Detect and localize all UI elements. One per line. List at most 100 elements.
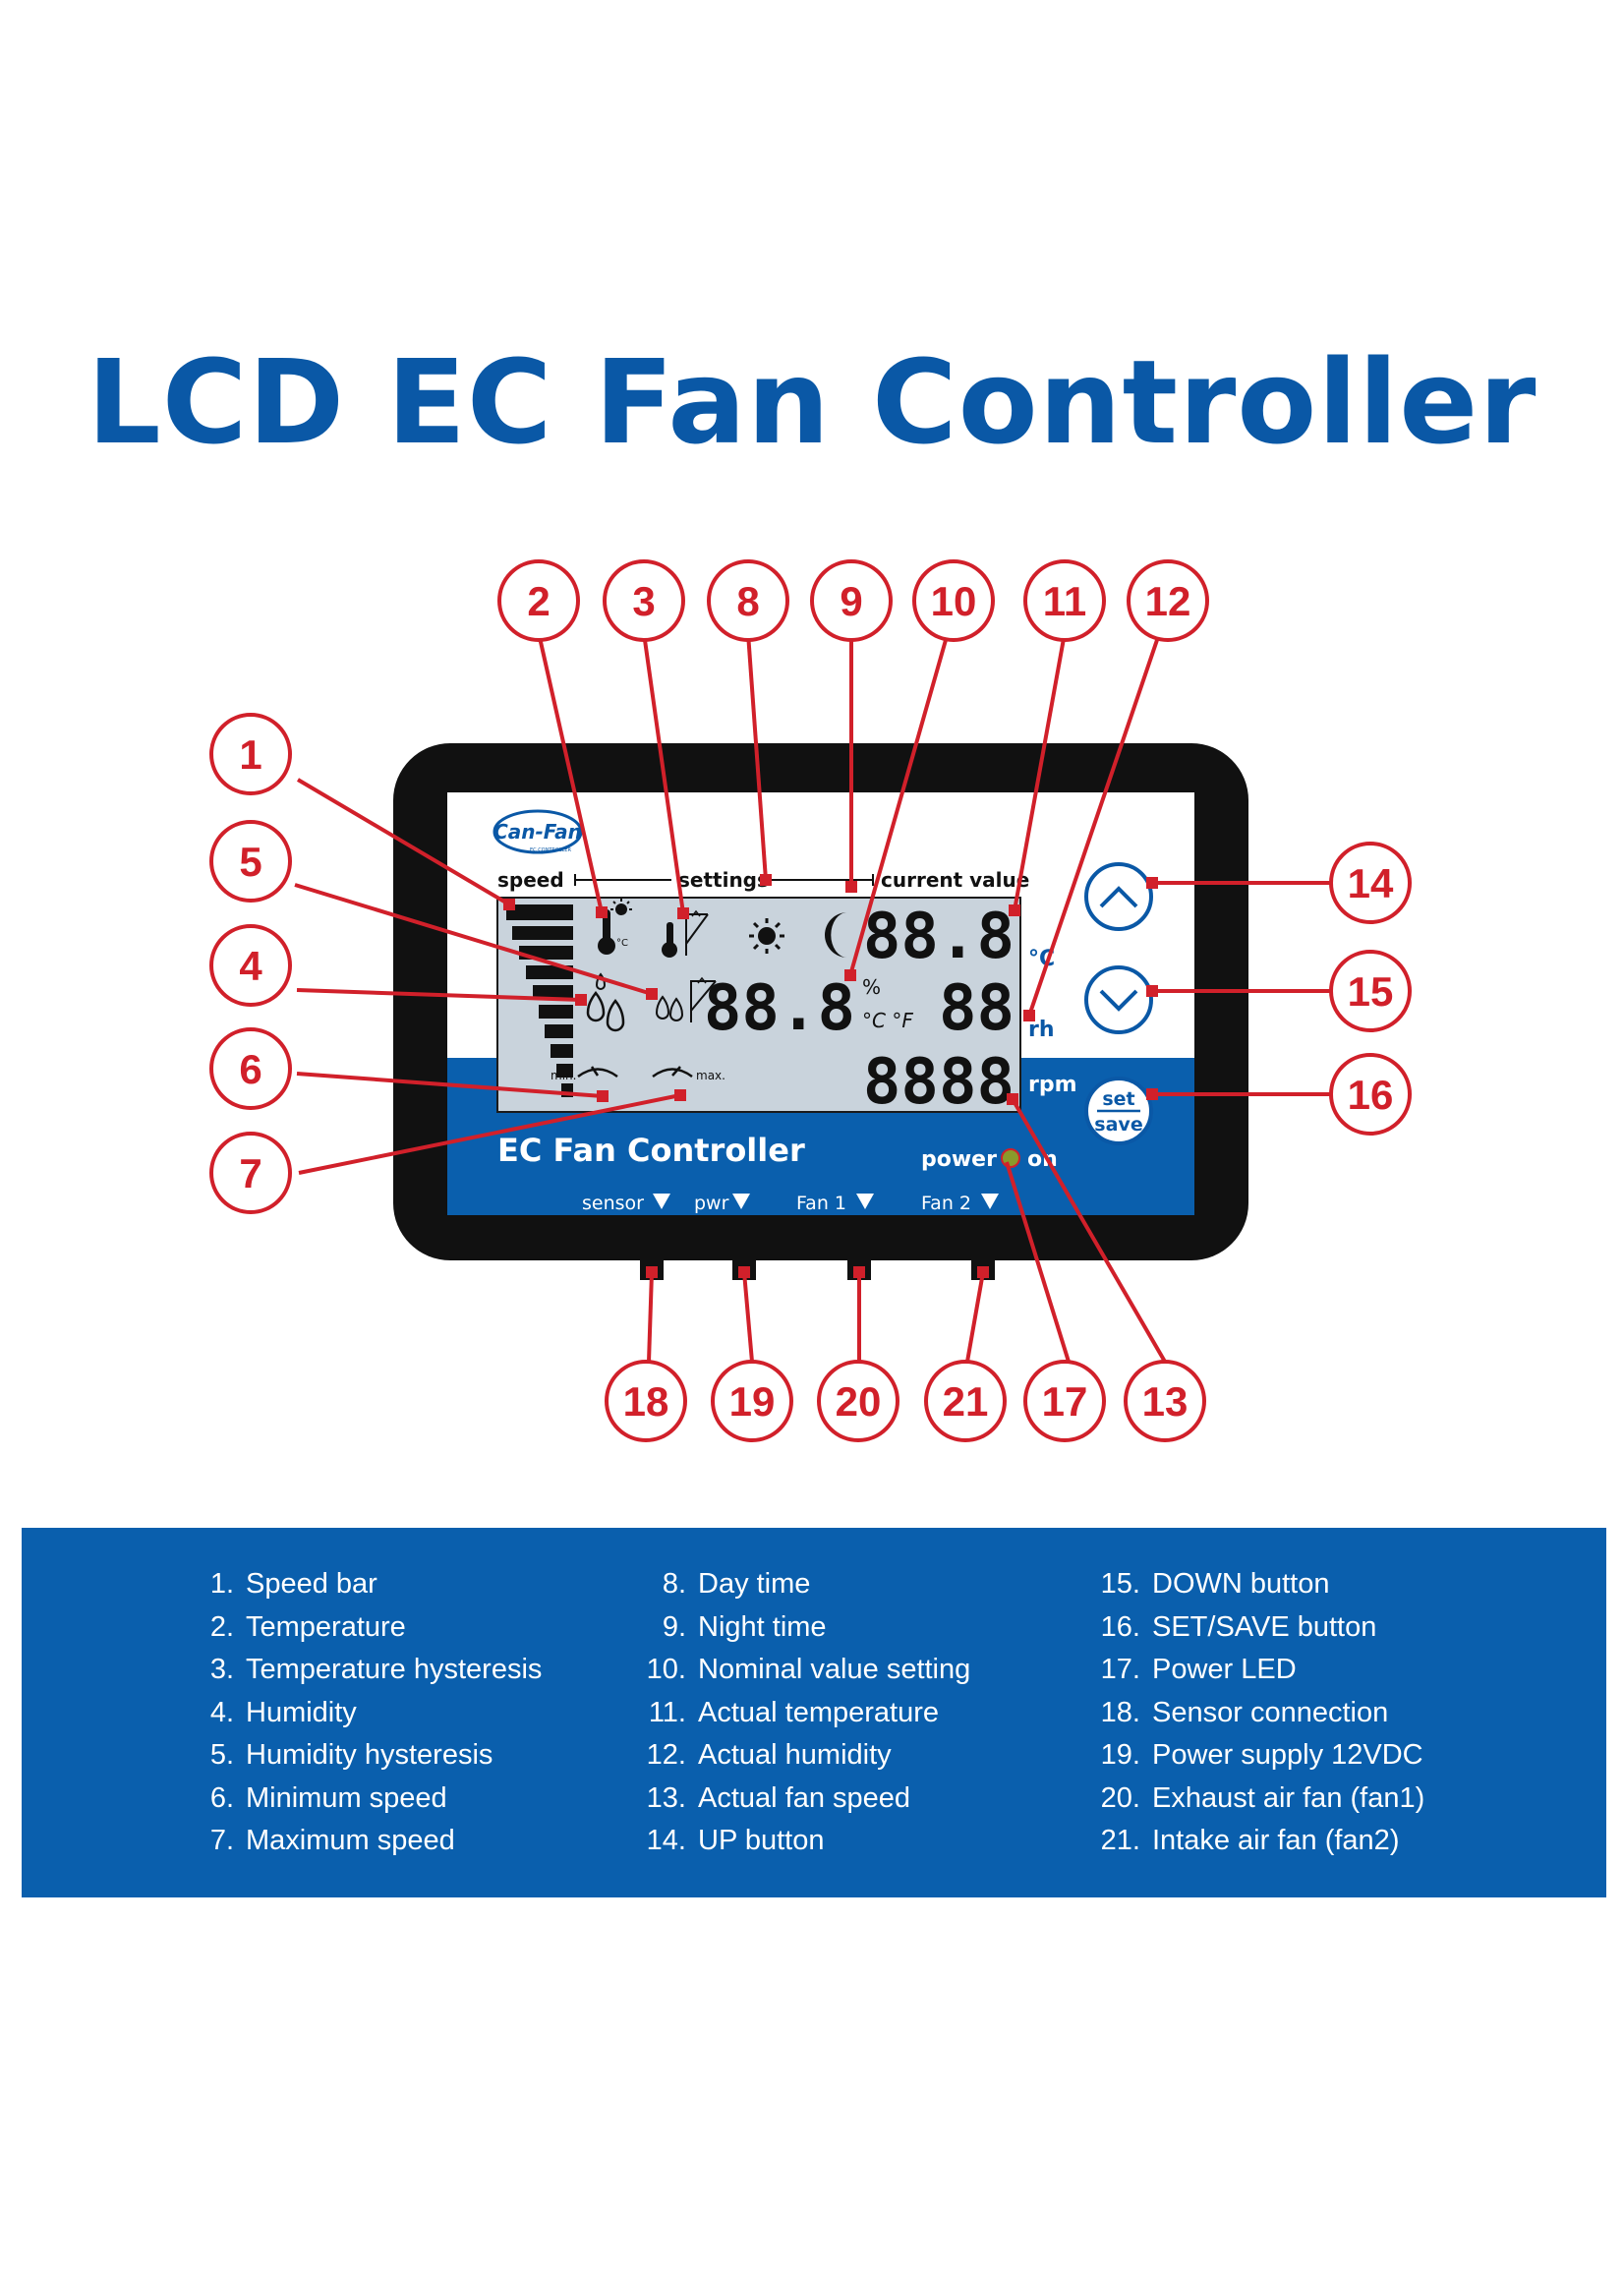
callout-number-15: 15 xyxy=(1348,968,1394,1015)
unit-percent: % xyxy=(862,975,881,999)
legend-item: 18.Sensor connection xyxy=(1073,1692,1545,1735)
unit-c-f: °C °F xyxy=(862,1009,913,1032)
legend-item-number: 9. xyxy=(662,1610,686,1643)
speed-bar-segment xyxy=(556,1064,573,1078)
callout-circle-2 xyxy=(497,559,580,642)
callout-number-6: 6 xyxy=(239,1046,261,1092)
legend-item-text: Humidity hysteresis xyxy=(246,1739,493,1771)
legend-item: 13.Actual fan speed xyxy=(619,1778,1091,1821)
speed-bar-segment xyxy=(551,1044,573,1058)
power-led xyxy=(1001,1148,1020,1168)
legend-item-text: Exhaust air fan (fan1) xyxy=(1152,1781,1425,1814)
legend-item-number: 2. xyxy=(209,1610,234,1643)
actual-fan-speed-value: 8888 xyxy=(863,1046,1015,1119)
legend-item-text: Power supply 12VDC xyxy=(1152,1739,1423,1771)
callout-number-11: 11 xyxy=(1043,578,1086,624)
power-label: power xyxy=(921,1147,997,1172)
legend-item: 8.Day time xyxy=(619,1563,1091,1606)
legend-item-number: 4. xyxy=(209,1696,234,1728)
port-arrow-icon xyxy=(856,1194,874,1209)
down-button[interactable] xyxy=(1084,965,1153,1034)
legend-item: 6.Minimum speed xyxy=(167,1778,639,1821)
callout-number-20: 20 xyxy=(836,1378,882,1425)
legend-item-number: 19. xyxy=(1100,1739,1140,1771)
legend-item-number: 8. xyxy=(662,1568,686,1600)
callout-number-18: 18 xyxy=(623,1378,669,1425)
callout-number-3: 3 xyxy=(632,578,655,624)
callout-number-21: 21 xyxy=(943,1378,989,1425)
speed-bar-segment xyxy=(512,926,573,940)
set-save-button[interactable]: set save xyxy=(1084,1077,1153,1145)
legend-item: 14.UP button xyxy=(619,1820,1091,1863)
speed-bar-segment xyxy=(533,985,573,999)
speed-bar-segment xyxy=(539,1005,573,1019)
legend-item: 19. Power supply 12VDC xyxy=(1073,1734,1545,1778)
port-connectors xyxy=(640,1260,995,1280)
brand-logo xyxy=(493,809,583,854)
callout-number-10: 10 xyxy=(931,578,977,624)
min-speed-icon xyxy=(577,1066,618,1079)
legend-item-text: Night time xyxy=(698,1610,827,1643)
callout-circle-14 xyxy=(1329,842,1412,924)
callout-number-17: 17 xyxy=(1042,1378,1088,1425)
legend-item-text: Temperature xyxy=(246,1610,406,1643)
legend-item-text: SET/SAVE button xyxy=(1152,1610,1377,1643)
page-title: LCD EC Fan Controller xyxy=(87,334,1537,470)
callout-number-14: 14 xyxy=(1348,860,1394,906)
speed-label: speed xyxy=(497,868,564,892)
callout-circle-10 xyxy=(912,559,995,642)
port-label-sensor: sensor xyxy=(582,1193,644,1214)
legend-item-number: 7. xyxy=(209,1825,234,1856)
legend-item-number: 21. xyxy=(1100,1825,1140,1856)
legend-item: 11.Actual temperature xyxy=(619,1692,1091,1735)
legend-item: 15.DOWN button xyxy=(1073,1563,1545,1606)
temperature-icon-unit: °C xyxy=(616,938,628,949)
legend-item-number: 12. xyxy=(646,1739,686,1771)
max-label: max. xyxy=(696,1069,725,1082)
legend-item: 7. Maximum speed xyxy=(167,1820,639,1863)
speed-bar-segment xyxy=(506,904,573,920)
legend-item-text: Speed bar xyxy=(246,1568,377,1600)
legend-item-number: 15. xyxy=(1100,1568,1140,1600)
legend-item-number: 1. xyxy=(209,1568,234,1600)
callout-number-16: 16 xyxy=(1348,1072,1394,1118)
port-label-pwr: pwr xyxy=(694,1193,729,1214)
legend-panel xyxy=(22,1528,1606,1897)
callout-anchors xyxy=(503,874,1158,1278)
legend-item: 5. Humidity hysteresis xyxy=(167,1734,639,1778)
legend-item-text: Minimum speed xyxy=(246,1781,447,1814)
port-arrow-icon xyxy=(981,1194,999,1209)
speed-bar-segment xyxy=(545,1024,573,1038)
callout-number-7: 7 xyxy=(239,1150,261,1196)
controller-diagram: Can-Fan EC CONTROLLER speed settings cur… xyxy=(209,559,1412,1442)
legend-item: 10.Nominal value setting xyxy=(619,1649,1091,1692)
port-label-fan2: Fan 2 xyxy=(921,1193,971,1214)
save-label: save xyxy=(1094,1114,1142,1136)
model-name: EC Fan Controller xyxy=(497,1132,805,1169)
port-label-fan1: Fan 1 xyxy=(796,1193,846,1214)
callout-circle-4 xyxy=(209,924,292,1007)
sun-icon xyxy=(749,918,784,954)
legend-item-number: 5. xyxy=(209,1739,234,1771)
up-button[interactable] xyxy=(1084,862,1153,931)
callout-circle-19 xyxy=(711,1360,793,1442)
legend-item: 20.Exhaust air fan (fan1) xyxy=(1073,1778,1545,1821)
legend-item-number: 16. xyxy=(1100,1610,1140,1643)
callout-circle-9 xyxy=(810,559,893,642)
actual-temperature-value: 88.8 xyxy=(863,901,1015,973)
legend-item-text: Maximum speed xyxy=(246,1825,455,1856)
callout-circle-8 xyxy=(707,559,789,642)
callout-number-2: 2 xyxy=(527,578,550,624)
legend-item: 1. Speed bar xyxy=(167,1563,639,1606)
legend-item-text: Actual temperature xyxy=(698,1696,940,1728)
min-label: min. xyxy=(551,1069,576,1082)
callout-circle-20 xyxy=(817,1360,899,1442)
legend-item-text: Sensor connection xyxy=(1152,1696,1389,1728)
actual-humidity-value: 88 xyxy=(939,972,1015,1045)
callout-circle-3 xyxy=(603,559,685,642)
chevron-down-icon xyxy=(1099,989,1138,1012)
legend-item: 3.Temperature hysteresis xyxy=(167,1649,639,1692)
legend-item: 16. SET/SAVE button xyxy=(1073,1606,1545,1650)
legend-item-text: Nominal value setting xyxy=(698,1654,971,1685)
legend-item: 12.Actual humidity xyxy=(619,1734,1091,1778)
